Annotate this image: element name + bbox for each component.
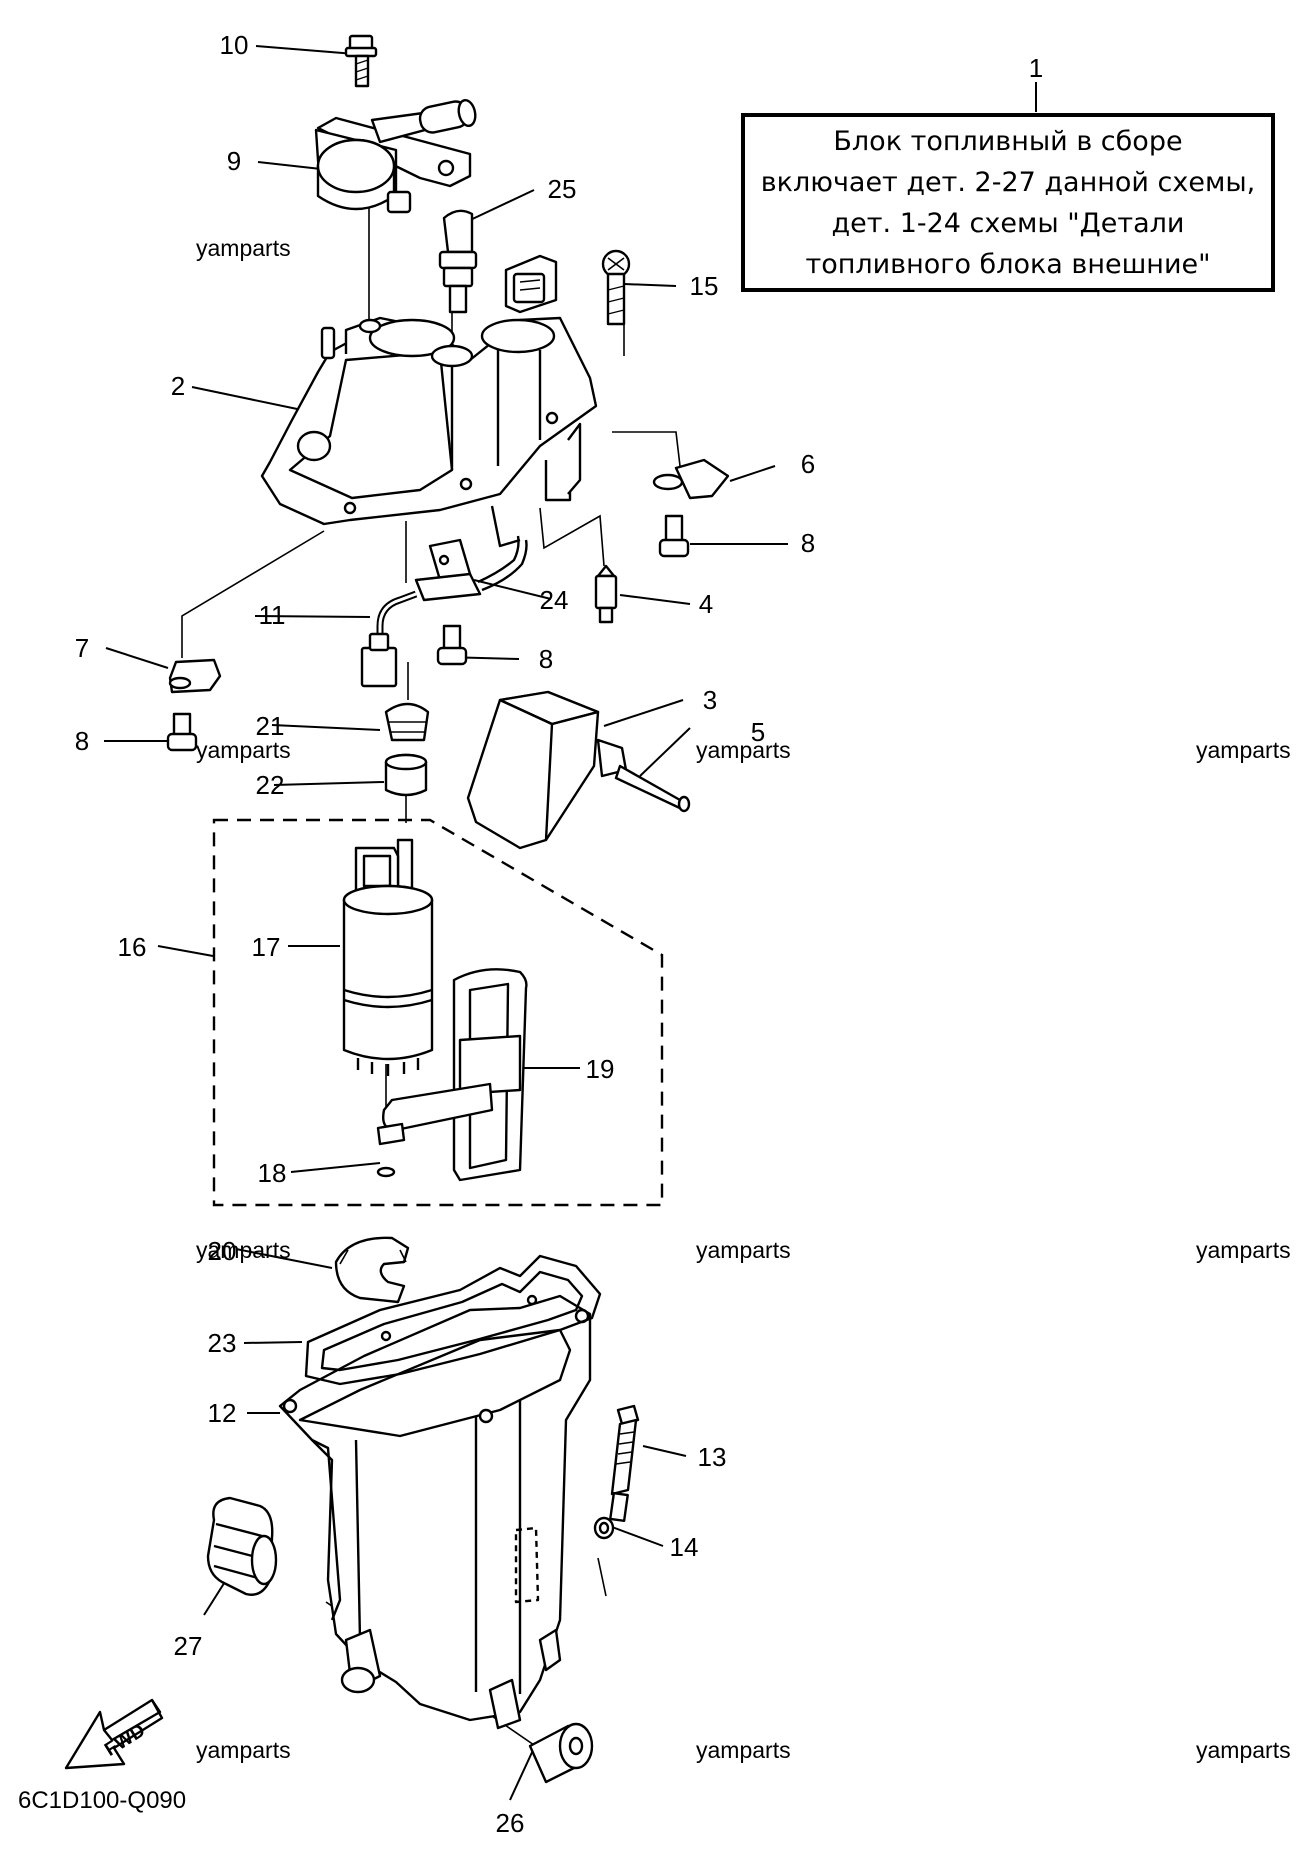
cover-connector — [504, 254, 558, 314]
part-3-filter-cover — [466, 690, 628, 850]
part-10-bolt — [344, 34, 378, 88]
part-6-clamp — [652, 458, 730, 500]
note-line: дет. 1-24 схемы "Детали — [831, 207, 1185, 239]
note-line: включает дет. 2-27 данной схемы, — [760, 166, 1256, 198]
callout-22: 22 — [256, 770, 285, 800]
note-line: топливного блока внешние" — [805, 248, 1211, 280]
part-26-rivet — [528, 1722, 594, 1784]
sub-assembly-16-boundary — [212, 818, 664, 1207]
callout-16: 16 — [118, 932, 147, 962]
callout-23: 23 — [208, 1328, 237, 1358]
part-4-plug — [594, 564, 618, 624]
parts — [64, 34, 730, 1784]
callout-4: 4 — [699, 589, 713, 619]
callout-12: 12 — [208, 1398, 237, 1428]
callout-1: 1 — [1029, 53, 1043, 83]
part-8-bolt-left — [166, 712, 198, 752]
callout-25: 25 — [548, 174, 577, 204]
part-20-spacer — [334, 1236, 410, 1304]
callout-7: 7 — [75, 633, 89, 663]
watermark: yamparts — [196, 737, 291, 763]
callout-8-right: 8 — [801, 528, 815, 558]
part-22-bushing — [384, 753, 428, 797]
part-8-bolt-center — [436, 624, 468, 666]
fwd-direction-arrow — [64, 1698, 164, 1770]
watermark: yamparts — [196, 1237, 291, 1263]
callout-18: 18 — [258, 1158, 287, 1188]
callout-15: 15 — [690, 271, 719, 301]
part-9-pressure-regulator — [314, 98, 477, 214]
part-7-clamp-plate — [168, 658, 222, 694]
watermark: yamparts — [1196, 1237, 1291, 1263]
callout-13: 13 — [698, 1442, 727, 1472]
watermarks: yamparts yamparts yamparts yamparts yamp… — [196, 235, 1291, 1763]
callout-17: 17 — [252, 932, 281, 962]
callout-8-left: 8 — [75, 726, 89, 756]
callout-numbers: 1 2 3 4 5 6 7 8 8 8 9 10 11 12 13 14 15 … — [75, 30, 1043, 1838]
callout-27: 27 — [174, 1631, 203, 1661]
part-8-bolt-right — [658, 514, 690, 558]
callout-5: 5 — [751, 717, 765, 747]
part-21-damper — [384, 702, 430, 742]
part-5-pin — [614, 764, 691, 813]
part-17-fuel-pump — [342, 838, 434, 1076]
watermark: yamparts — [696, 737, 791, 763]
part-12-fuel-unit-housing — [278, 1294, 592, 1730]
callout-6: 6 — [801, 449, 815, 479]
callout-10: 10 — [220, 30, 249, 60]
part-15-screw — [601, 249, 631, 326]
callout-8-center: 8 — [539, 644, 553, 674]
watermark: yamparts — [196, 1737, 291, 1763]
part-2-fuel-unit-cover — [260, 316, 598, 548]
callout-26: 26 — [496, 1808, 525, 1838]
callout-11: 11 — [259, 600, 286, 630]
part-25-sensor — [438, 209, 478, 314]
part-27-grommet — [206, 1496, 278, 1596]
part-19-fuel-filter — [382, 968, 528, 1182]
part-23-gasket — [304, 1254, 602, 1386]
part-24-hose-clamp — [414, 535, 528, 602]
callout-19: 19 — [586, 1054, 615, 1084]
part-13-valve — [609, 1404, 640, 1523]
callout-9: 9 — [227, 146, 241, 176]
callout-24: 24 — [540, 585, 569, 615]
part-18-clip — [376, 1122, 406, 1178]
watermark: yamparts — [696, 1737, 791, 1763]
callout-14: 14 — [670, 1532, 699, 1562]
callout-2: 2 — [171, 371, 185, 401]
watermark: yamparts — [1196, 737, 1291, 763]
assembly-note-box: Блок топливный в сборе включает дет. 2-2… — [741, 113, 1275, 292]
note-line: Блок топливный в сборе — [833, 125, 1183, 157]
callout-21: 21 — [256, 711, 285, 741]
diagram-code: 6C1D100-Q090 — [18, 1787, 186, 1814]
part-14-o-ring — [593, 1516, 615, 1540]
part-11-wire-harness — [360, 590, 418, 688]
watermark: yamparts — [1196, 1737, 1291, 1763]
watermark: yamparts — [196, 235, 291, 261]
watermark: yamparts — [696, 1237, 791, 1263]
callout-3: 3 — [703, 685, 717, 715]
callout-20: 20 — [208, 1236, 237, 1266]
